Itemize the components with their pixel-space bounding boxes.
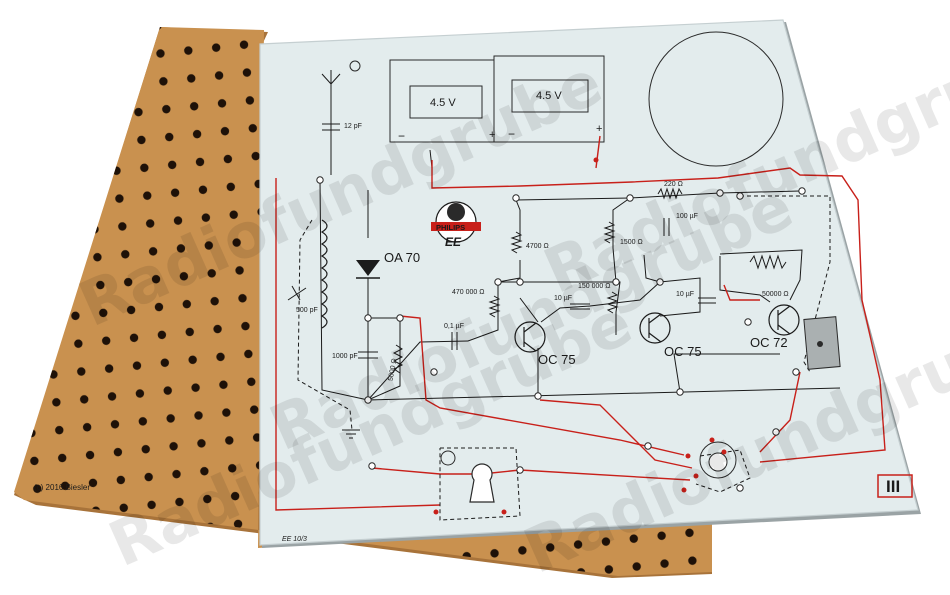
capacitor-coupl3 [698,297,716,304]
antenna-symbol [321,70,341,85]
copyright-text: (c) 2016 Biesler [34,483,90,492]
jack-socket [469,463,495,503]
label-c-coupling: 0,1 µF [444,323,464,330]
philips-logo: PHILIPS EE [431,201,481,249]
part-code: EE 10/3 [282,536,307,543]
resistor-bias1 [488,295,501,318]
label-r-coll1: 4700 Ω [526,243,549,250]
solder-points-red [433,157,727,515]
capacitor-detector [358,351,378,359]
resistor-bias2 [606,291,619,314]
transistor-t1 [514,321,546,353]
minus-mark: − [398,129,405,143]
label-r-top: 220 Ω [664,181,683,188]
wiring-dashed [297,195,831,521]
variable-capacitor [287,285,307,301]
speaker-outline [648,31,784,167]
circuit-panel: 4.5 V 4.5 V − + − + [259,19,921,548]
label-c-tuning: 500 pF [296,307,318,314]
label-r-coll2: 1500 Ω [620,239,643,246]
label-t3: OC 72 [750,335,788,350]
resistor-coll1 [510,231,523,254]
section-box [877,474,913,498]
resistor-coll2 [603,221,616,244]
label-c-antenna: 12 pF [344,123,362,130]
diode-symbol [356,260,380,279]
label-t2: OC 75 [664,344,702,359]
battery-pack: 4.5 V 4.5 V − + − + [389,55,605,143]
label-diode: OA 70 [384,250,420,265]
capacitor-coupling [451,332,458,350]
capacitor-decoup [663,218,670,236]
label-c-decoup: 100 µF [676,213,698,220]
capacitor-antenna [322,123,340,131]
transistor-t2 [639,312,671,344]
socket-ring [440,450,456,466]
earphone-hole [817,341,823,347]
battery-left-label: 4.5 V [430,97,456,109]
plus-mark: + [596,123,602,135]
label-pot-volume: 5000 Ω [388,358,399,382]
label-c-coupl3: 10 µF [676,291,694,298]
section-numeral: III [886,477,900,496]
philips-brand: PHILIPS [436,223,465,232]
label-r-bias2: 150 000 Ω [578,283,610,290]
transistor-t3 [768,304,800,336]
label-r-bias1: 470 000 Ω [452,289,484,296]
label-t1: OC 75 [538,352,576,367]
minus-mark: − [508,127,515,141]
switch-dial [699,441,737,479]
ground-symbol [342,429,360,439]
label-pot-bias: 50000 Ω [762,291,789,298]
tuning-coil [320,219,328,329]
logo-mark: EE [445,235,462,249]
socket-ring [349,60,361,72]
bias-pot [749,254,787,270]
label-c-coupl2: 10 µF [554,295,572,302]
terminal-points [316,176,806,492]
plus-mark: + [489,129,495,141]
volume-pot [392,344,404,374]
capacitor-coupl2 [570,303,590,310]
label-c-detector: 1000 pF [332,353,358,360]
battery-right-label: 4.5 V [536,90,562,102]
resistor-top [657,187,683,200]
